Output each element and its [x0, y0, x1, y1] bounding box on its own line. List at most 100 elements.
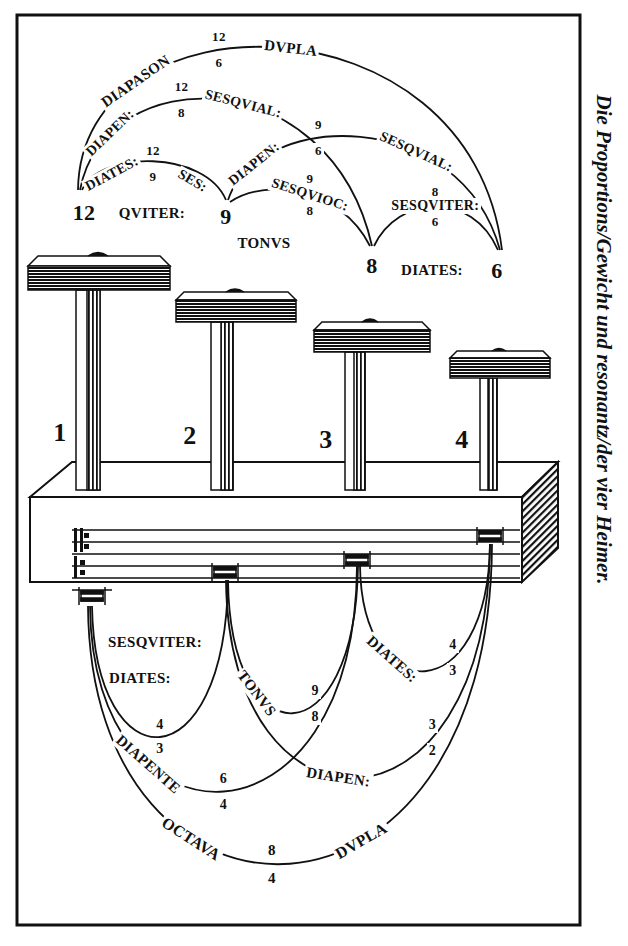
clef-symbol — [84, 544, 89, 549]
hammer — [28, 256, 170, 266]
breve-note — [479, 531, 501, 534]
hammer-number: 1 — [51, 419, 68, 447]
interval-label: DIAPENTE — [111, 731, 185, 799]
ratio-number: 4 — [218, 797, 229, 813]
music-staff — [72, 565, 520, 566]
interval-label: SES: — [173, 165, 211, 196]
breve-note — [214, 567, 236, 570]
hammer-weight: 8 — [364, 254, 379, 278]
breve-note — [479, 531, 501, 541]
interval-label: QVITER: — [117, 205, 187, 222]
ratio-number: 12 — [173, 79, 191, 94]
hammer — [28, 266, 170, 290]
breve-note — [479, 538, 501, 541]
hammer — [450, 358, 550, 378]
interval-label: SESQVITER: — [106, 634, 204, 651]
interval-label: SESQVITER: — [389, 198, 481, 214]
hammer — [76, 290, 100, 490]
breve-note — [237, 563, 239, 581]
breve-note — [346, 555, 368, 558]
hammer — [314, 322, 430, 330]
ratio-number: 3 — [427, 717, 438, 733]
hammer — [480, 378, 497, 490]
hammer — [221, 322, 233, 490]
interval-label: DIAPEN: — [82, 105, 140, 161]
hammer-number: 4 — [453, 426, 470, 454]
hammer — [176, 292, 296, 300]
music-staff — [72, 529, 520, 530]
ratio-number: 2 — [427, 743, 438, 759]
music-staff — [72, 530, 520, 590]
ratio-number: 4 — [447, 637, 458, 653]
breve-note — [79, 587, 105, 605]
ratio-number: 8 — [305, 203, 316, 218]
hammer — [362, 319, 378, 322]
breve-note — [104, 587, 106, 605]
clef-symbol — [80, 528, 83, 552]
ratio-number: 9 — [310, 683, 321, 699]
interval-label: SESQVIAL: — [201, 86, 285, 122]
breve-note — [346, 562, 368, 565]
hammer — [314, 330, 430, 352]
hammer-weight: 6 — [489, 259, 504, 283]
interval-label: DIATES: — [107, 670, 173, 687]
breve-note — [214, 574, 236, 577]
hammer — [87, 290, 100, 490]
interval-label: OCTAVA — [157, 812, 226, 865]
interval-arc — [92, 580, 228, 737]
interval-label: DVPLA — [330, 819, 392, 865]
hammer — [88, 253, 108, 257]
ratio-number: 9 — [148, 169, 159, 184]
hammer-weight: 9 — [218, 205, 233, 229]
hammer — [226, 289, 244, 292]
clef-symbol — [84, 533, 89, 538]
ratio-number: 12 — [144, 143, 162, 158]
interval-label: DVPLA — [262, 37, 321, 61]
ratio-number: 9 — [313, 117, 324, 132]
hammer — [211, 322, 233, 490]
ratio-number: 8 — [266, 842, 278, 859]
ratio-number: 8 — [310, 709, 321, 725]
ratio-number: 9 — [305, 171, 316, 186]
music-staff — [72, 553, 520, 554]
hammer — [450, 351, 550, 358]
ratio-number: 12 — [210, 29, 228, 44]
breve-note — [476, 527, 478, 545]
ratio-number: 3 — [447, 663, 458, 679]
clef-symbol — [80, 570, 85, 575]
clef-symbol — [74, 528, 89, 578]
interval-label: DIATES: — [362, 631, 423, 687]
breve-note — [81, 591, 103, 601]
breve-note — [81, 598, 103, 601]
breve-note — [369, 551, 371, 569]
interval-label: DIAPEN: — [303, 764, 373, 791]
hammer — [492, 349, 506, 352]
ratio-number: 3 — [154, 741, 165, 757]
vertical-caption: Die Proportions/Gewicht und resonantz/de… — [591, 95, 614, 585]
ratio-number: 6 — [430, 214, 441, 229]
interval-label: TONVS — [236, 235, 293, 252]
ratio-number: 8 — [430, 184, 441, 199]
hammer — [354, 352, 365, 490]
interval-arc — [78, 47, 502, 864]
interval-arc — [88, 544, 492, 864]
breve-note — [477, 527, 503, 545]
clef-symbol — [74, 528, 77, 552]
interval-label: TONVS — [232, 665, 280, 721]
ratio-number: 4 — [154, 717, 165, 733]
ratio-number: 6 — [218, 771, 229, 787]
breve-note — [212, 563, 238, 581]
breve-note — [502, 527, 504, 545]
breve-note — [78, 587, 80, 605]
interval-label: SESQVIAL: — [375, 127, 456, 175]
ratio-number: 4 — [266, 870, 278, 887]
page-frame — [17, 15, 580, 925]
hammer — [345, 352, 365, 490]
hammer-weight: 12 — [71, 201, 98, 225]
music-staff — [72, 541, 520, 542]
interval-arc — [78, 47, 502, 250]
clef-symbol — [80, 560, 85, 565]
interval-arc — [80, 99, 372, 246]
hammer-number: 2 — [181, 422, 198, 450]
